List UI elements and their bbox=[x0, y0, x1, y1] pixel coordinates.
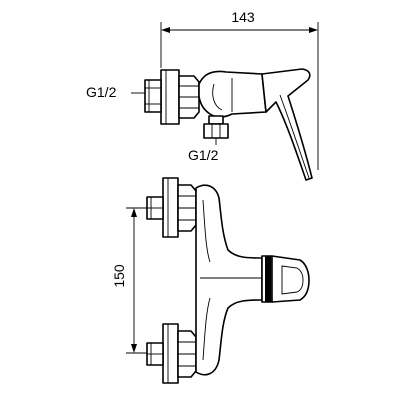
handle-knob bbox=[271, 255, 310, 303]
mixer-front-view bbox=[146, 177, 310, 384]
overall-width-label: 143 bbox=[231, 9, 255, 25]
outlet-nut bbox=[203, 123, 229, 139]
arrow-up-icon bbox=[131, 208, 137, 217]
inlet-spacing-label: 150 bbox=[111, 264, 127, 288]
inlet-thread-label: G1/2 bbox=[86, 84, 117, 100]
inlet-spacing-dimension bbox=[126, 207, 150, 354]
wall-flange bbox=[160, 69, 180, 125]
arrow-left-icon bbox=[161, 27, 170, 33]
lower-wall-flange bbox=[162, 323, 179, 384]
cartridge-band bbox=[265, 256, 271, 302]
arrow-down-icon bbox=[131, 344, 137, 353]
arrow-right-icon bbox=[309, 27, 318, 33]
mixer-body-front bbox=[195, 184, 263, 376]
mixer-side-view bbox=[144, 68, 313, 181]
lever-handle bbox=[261, 68, 313, 181]
upper-wall-flange bbox=[162, 177, 179, 238]
overall-width-dimension bbox=[160, 22, 319, 170]
outlet-thread-label: G1/2 bbox=[188, 147, 219, 163]
outlet-nozzle bbox=[208, 115, 224, 125]
mixer-body bbox=[198, 70, 267, 118]
inlet-connector bbox=[144, 79, 162, 113]
